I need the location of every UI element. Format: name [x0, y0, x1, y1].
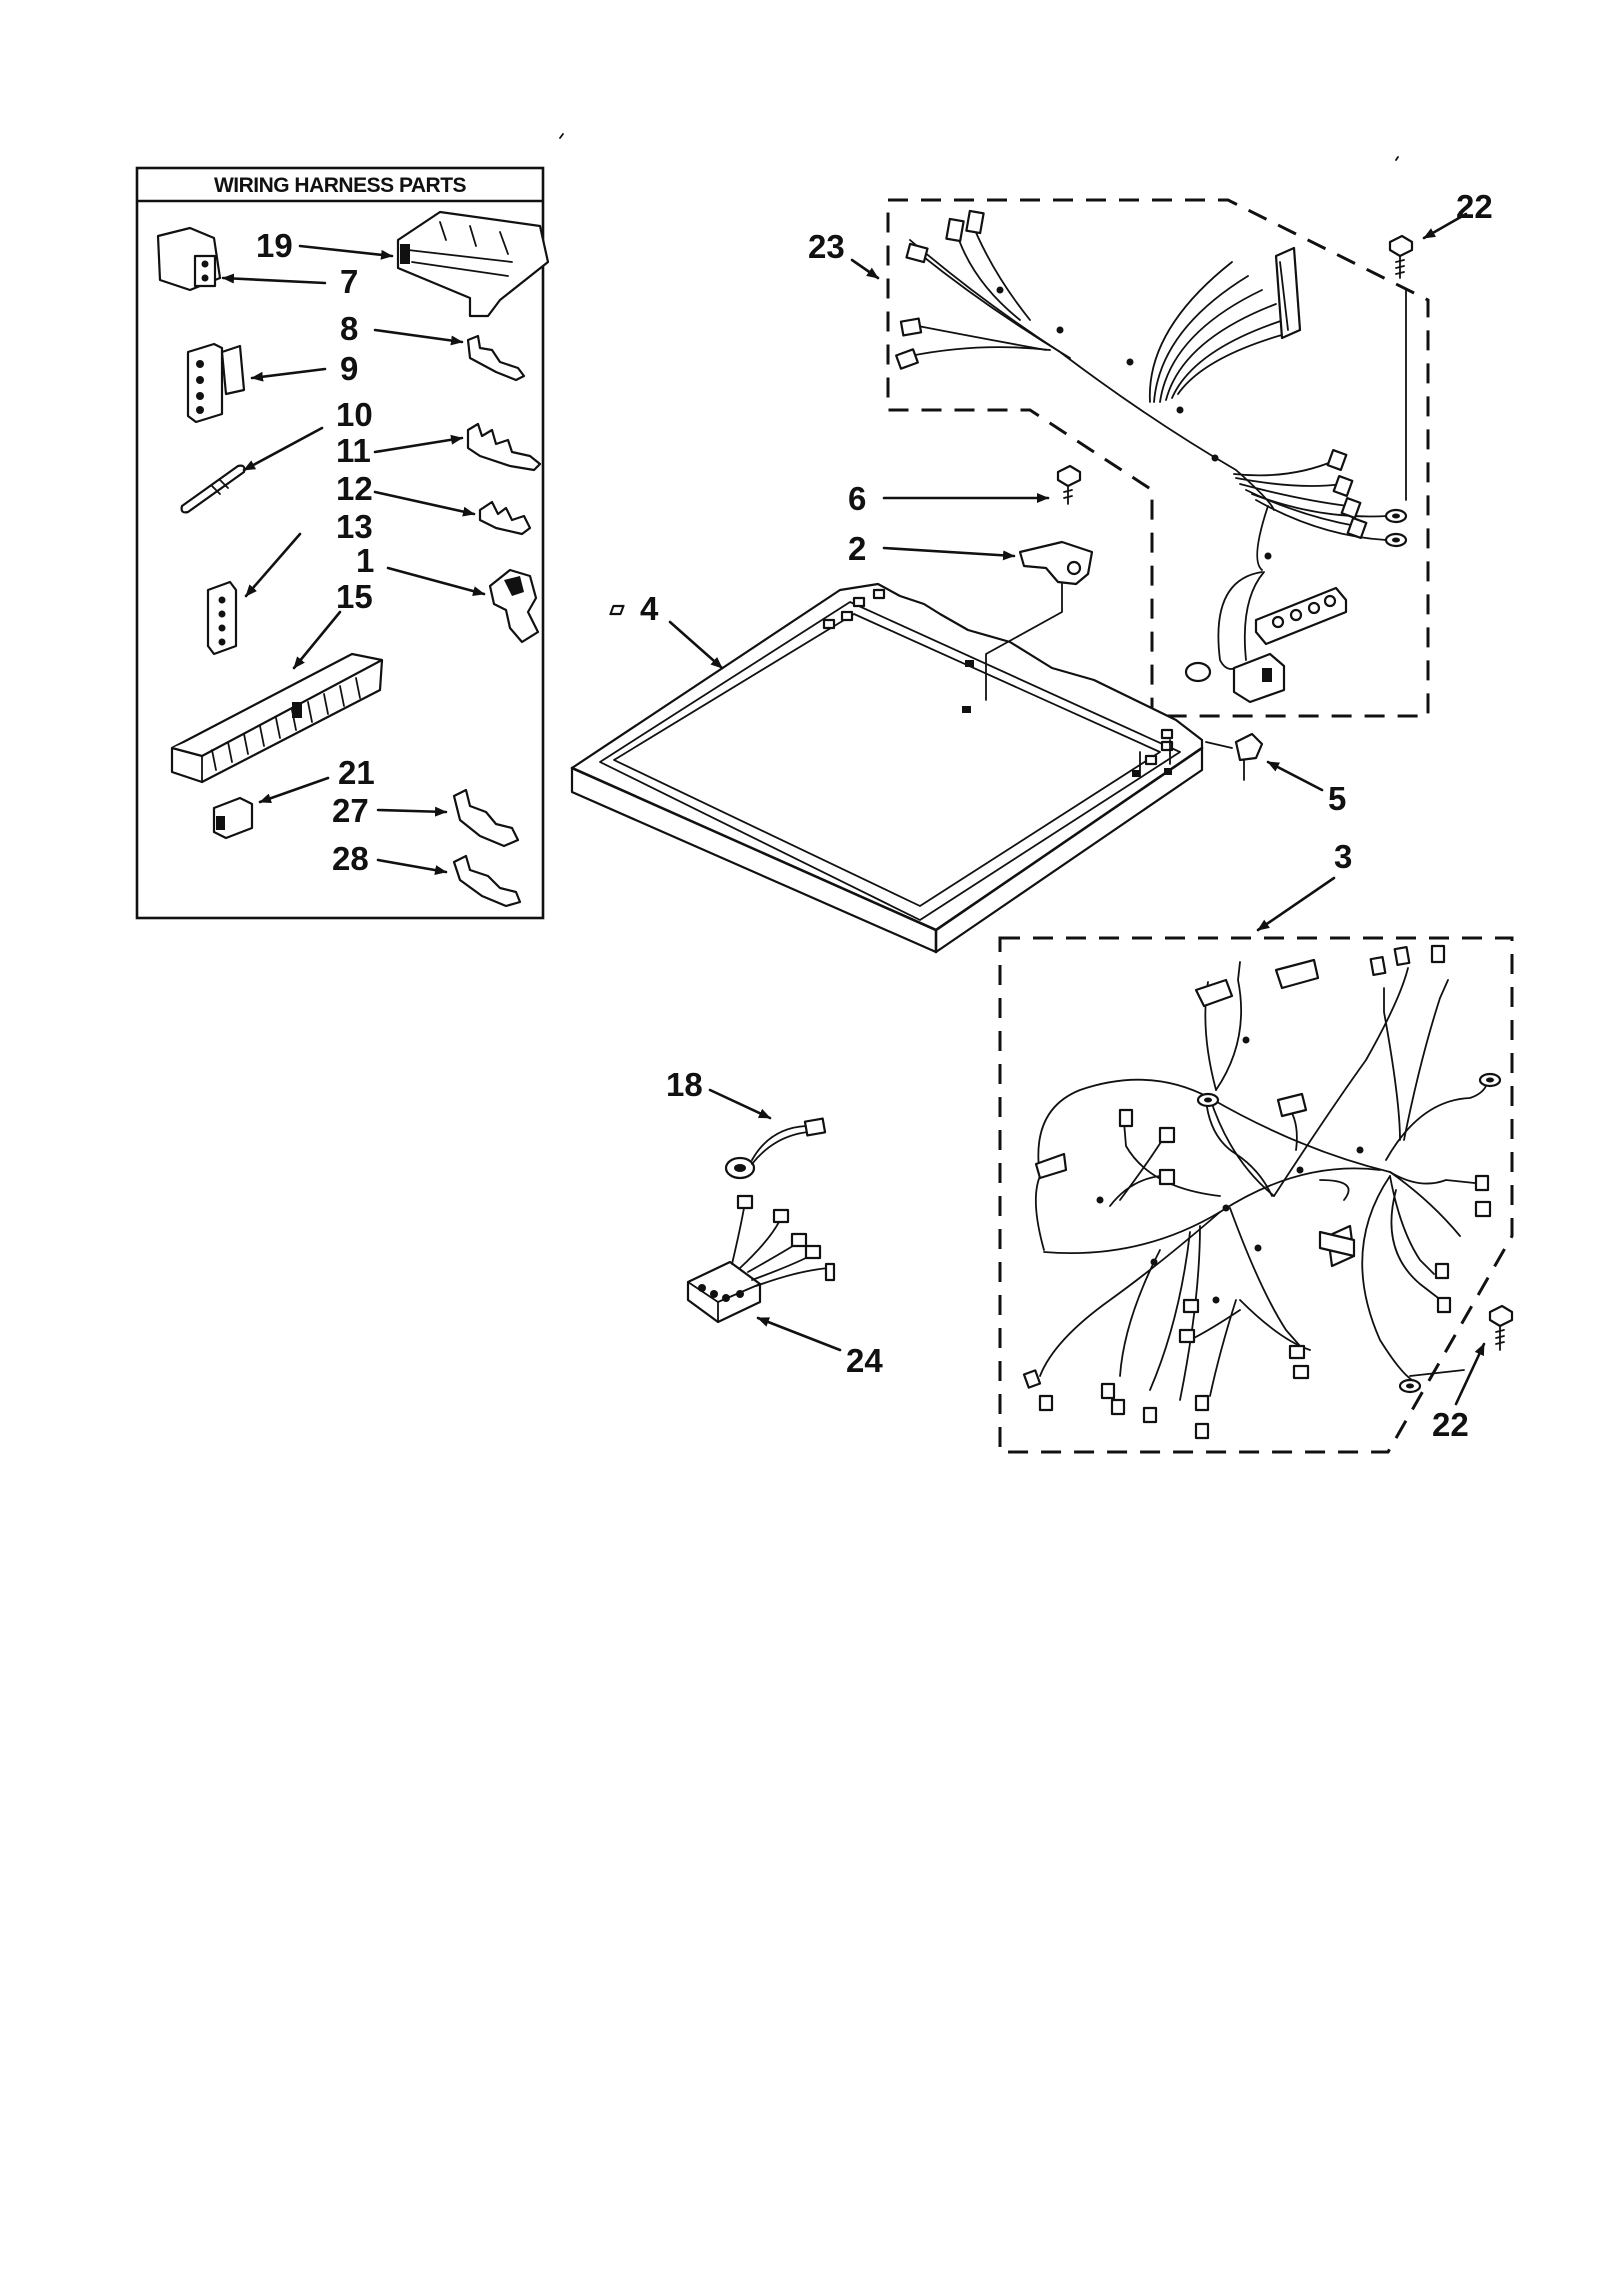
- part-18-ground-wire-icon: [724, 1117, 827, 1180]
- label-15: 15: [336, 578, 373, 615]
- part-21-connector-icon: [212, 796, 254, 840]
- label-24: 24: [846, 1342, 883, 1379]
- part-27-terminal-icon: [452, 788, 520, 848]
- label-13: 13: [336, 508, 373, 545]
- label-18: 18: [666, 1066, 703, 1103]
- harness-3-group: 3 22: [998, 838, 1514, 1454]
- part-24-connector-icon: [686, 1194, 836, 1324]
- harness-3-wires: [1034, 961, 1487, 1401]
- label-1: 1: [356, 542, 374, 579]
- label-2: 2: [848, 530, 866, 567]
- harness-23-wires: [909, 217, 1389, 670]
- label-3: 3: [1334, 838, 1352, 875]
- harness-23-connectors: [895, 209, 1408, 704]
- label-9: 9: [340, 350, 358, 387]
- label-21: 21: [338, 754, 375, 791]
- part-12-terminal-icon: [478, 500, 532, 536]
- part-2-bracket-icon: [985, 540, 1094, 701]
- part-5-clip-icon: [1205, 732, 1264, 781]
- screw-6-icon: [1056, 464, 1082, 505]
- label-19: 19: [256, 227, 293, 264]
- part-9-connector-icon: [186, 342, 246, 424]
- scan-mark: [559, 133, 564, 139]
- label-28: 28: [332, 840, 369, 877]
- label-10: 10: [336, 396, 373, 433]
- console-top-part-4: [570, 582, 1204, 954]
- label-8: 8: [340, 310, 358, 347]
- label-7: 7: [340, 263, 358, 300]
- part-19-connector-icon: [396, 210, 550, 318]
- part-1-clip-icon: [488, 568, 540, 644]
- label-12: 12: [336, 470, 373, 507]
- screw-22-bottom-icon: [1488, 1304, 1514, 1351]
- panel-title: WIRING HARNESS PARTS: [214, 174, 467, 197]
- label-11: 11: [336, 432, 371, 469]
- label-23: 23: [808, 228, 845, 265]
- label-22-bottom: 22: [1432, 1406, 1469, 1443]
- label-27: 27: [332, 792, 369, 829]
- wiring-harness-parts-panel: WIRING HARNESS PARTS 19 7 8: [135, 166, 550, 920]
- label-6: 6: [848, 480, 866, 517]
- part-28-terminal-icon: [452, 854, 522, 908]
- harness-23-group: 23 22: [808, 188, 1493, 718]
- label-5: 5: [1328, 780, 1346, 817]
- part-8-terminal-icon: [466, 334, 526, 382]
- part-15-connector-block-icon: [170, 652, 384, 784]
- label-4: 4: [640, 590, 659, 627]
- part-7-connector-icon: [156, 226, 222, 292]
- part-10-pin-icon: [180, 464, 246, 514]
- harness-3-connectors: [1022, 944, 1502, 1440]
- label-22-top: 22: [1456, 188, 1493, 225]
- scan-mark: [1395, 156, 1399, 161]
- part-13-connector-icon: [206, 580, 238, 656]
- screw-22-top-icon: [1388, 234, 1414, 501]
- part-11-terminal-icon: [466, 422, 542, 472]
